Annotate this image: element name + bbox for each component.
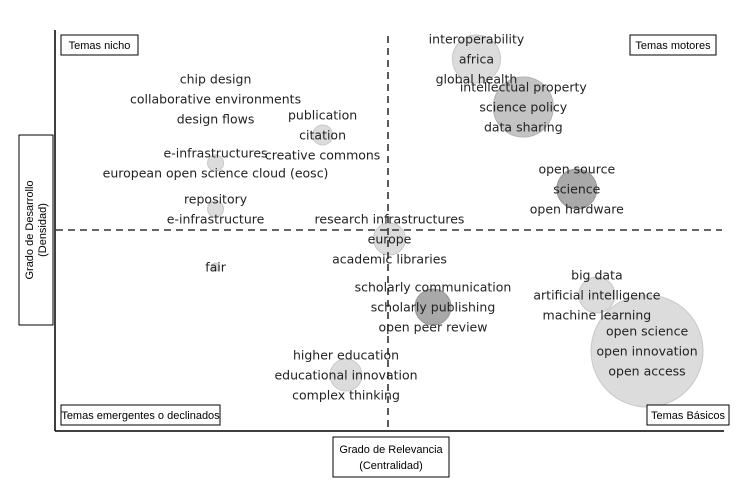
cluster-term-label: repository bbox=[184, 192, 248, 207]
cluster-term-label: machine learning bbox=[543, 308, 652, 323]
cluster-bubble-5 bbox=[451, 34, 501, 84]
cluster-term-label: citation bbox=[299, 128, 346, 143]
x-axis-label-line1: Grado de Relevancia bbox=[339, 444, 443, 456]
cluster-term-label: global health bbox=[436, 72, 518, 87]
x-axis-label: Grado de Relevancia (Centralidad) bbox=[332, 436, 450, 478]
cluster-term-label: chip design bbox=[180, 72, 252, 87]
x-axis-label-line2: (Centralidad) bbox=[359, 460, 423, 472]
cluster-term-label: open science bbox=[606, 324, 689, 339]
cluster-term-label: interoperability bbox=[429, 32, 525, 47]
cluster-term-label: academic libraries bbox=[332, 252, 447, 267]
labels-layer: chip design collaborative environments des… bbox=[103, 32, 698, 403]
cluster-bubble-7 bbox=[556, 168, 598, 210]
cluster-term-label: artificial intelligence bbox=[533, 288, 660, 303]
cluster-bubble-4 bbox=[211, 262, 221, 272]
cluster-term-label: intellectual property bbox=[460, 80, 588, 95]
cluster-bubble-1 bbox=[312, 124, 334, 146]
quadrant-label-top-right: Temas motores bbox=[629, 34, 717, 56]
quadrant-text-top-left: Temas nicho bbox=[69, 40, 131, 52]
cluster-term-label: publication bbox=[288, 108, 357, 123]
cluster-term-label: research infrastructures bbox=[315, 212, 465, 227]
quadrant-text-bottom-left: Temas emergentes o declinados bbox=[61, 410, 220, 422]
cluster-bubble-3 bbox=[207, 200, 225, 218]
cluster-term-label: scholarly publishing bbox=[371, 300, 496, 315]
bubbles-layer bbox=[207, 34, 704, 408]
cluster-term-label: open hardware bbox=[530, 202, 624, 217]
cluster-bubble-2 bbox=[207, 154, 225, 172]
quadrant-text-top-right: Temas motores bbox=[635, 40, 711, 52]
cluster-term-label: educational innovation bbox=[274, 368, 417, 383]
cluster-bubble-6 bbox=[492, 76, 554, 138]
quadrant-label-top-left: Temas nicho bbox=[60, 34, 139, 56]
y-axis-label: Grado de Desarrollo (Densidad) bbox=[18, 134, 54, 326]
cluster-term-label: science bbox=[553, 182, 600, 197]
cluster-term-label: open innovation bbox=[596, 344, 697, 359]
cluster-term-label: open peer review bbox=[379, 320, 488, 335]
cluster-term-label: open source bbox=[538, 162, 615, 177]
quadrant-label-bottom-right: Temas Básicos bbox=[646, 404, 730, 426]
cluster-term-label: e-infrastructures bbox=[164, 146, 268, 161]
cluster-term-label: higher education bbox=[293, 348, 399, 363]
cluster-term-label: collaborative environments bbox=[130, 92, 301, 107]
cluster-term-label: fair bbox=[205, 260, 227, 275]
quadrant-text-bottom-right: Temas Básicos bbox=[651, 410, 725, 422]
cluster-term-label: european open science cloud (eosc) bbox=[103, 166, 329, 181]
cluster-term-label: e-infrastructure bbox=[167, 212, 265, 227]
cluster-term-label: complex thinking bbox=[292, 388, 400, 403]
cluster-term-label: africa bbox=[459, 52, 494, 67]
cluster-term-label: data sharing bbox=[484, 120, 563, 135]
cluster-bubble-9 bbox=[414, 288, 452, 326]
cluster-term-label: big data bbox=[571, 268, 622, 283]
cluster-term-label: scholarly communication bbox=[355, 280, 512, 295]
cluster-bubble-11 bbox=[578, 276, 616, 314]
cluster-term-label: europe bbox=[368, 232, 412, 247]
cluster-bubble-8 bbox=[373, 222, 406, 256]
y-axis-label-line1: Grado de Desarrollo bbox=[24, 180, 36, 279]
cluster-term-label: creative commons bbox=[265, 148, 380, 163]
y-axis-label-line2: (Densidad) bbox=[37, 203, 49, 257]
cluster-term-label: design flows bbox=[177, 112, 255, 127]
cluster-bubble-10 bbox=[329, 358, 363, 392]
cluster-term-label: open access bbox=[608, 364, 685, 379]
quadrant-label-bottom-left: Temas emergentes o declinados bbox=[60, 404, 221, 426]
cluster-term-label: science policy bbox=[479, 100, 567, 115]
